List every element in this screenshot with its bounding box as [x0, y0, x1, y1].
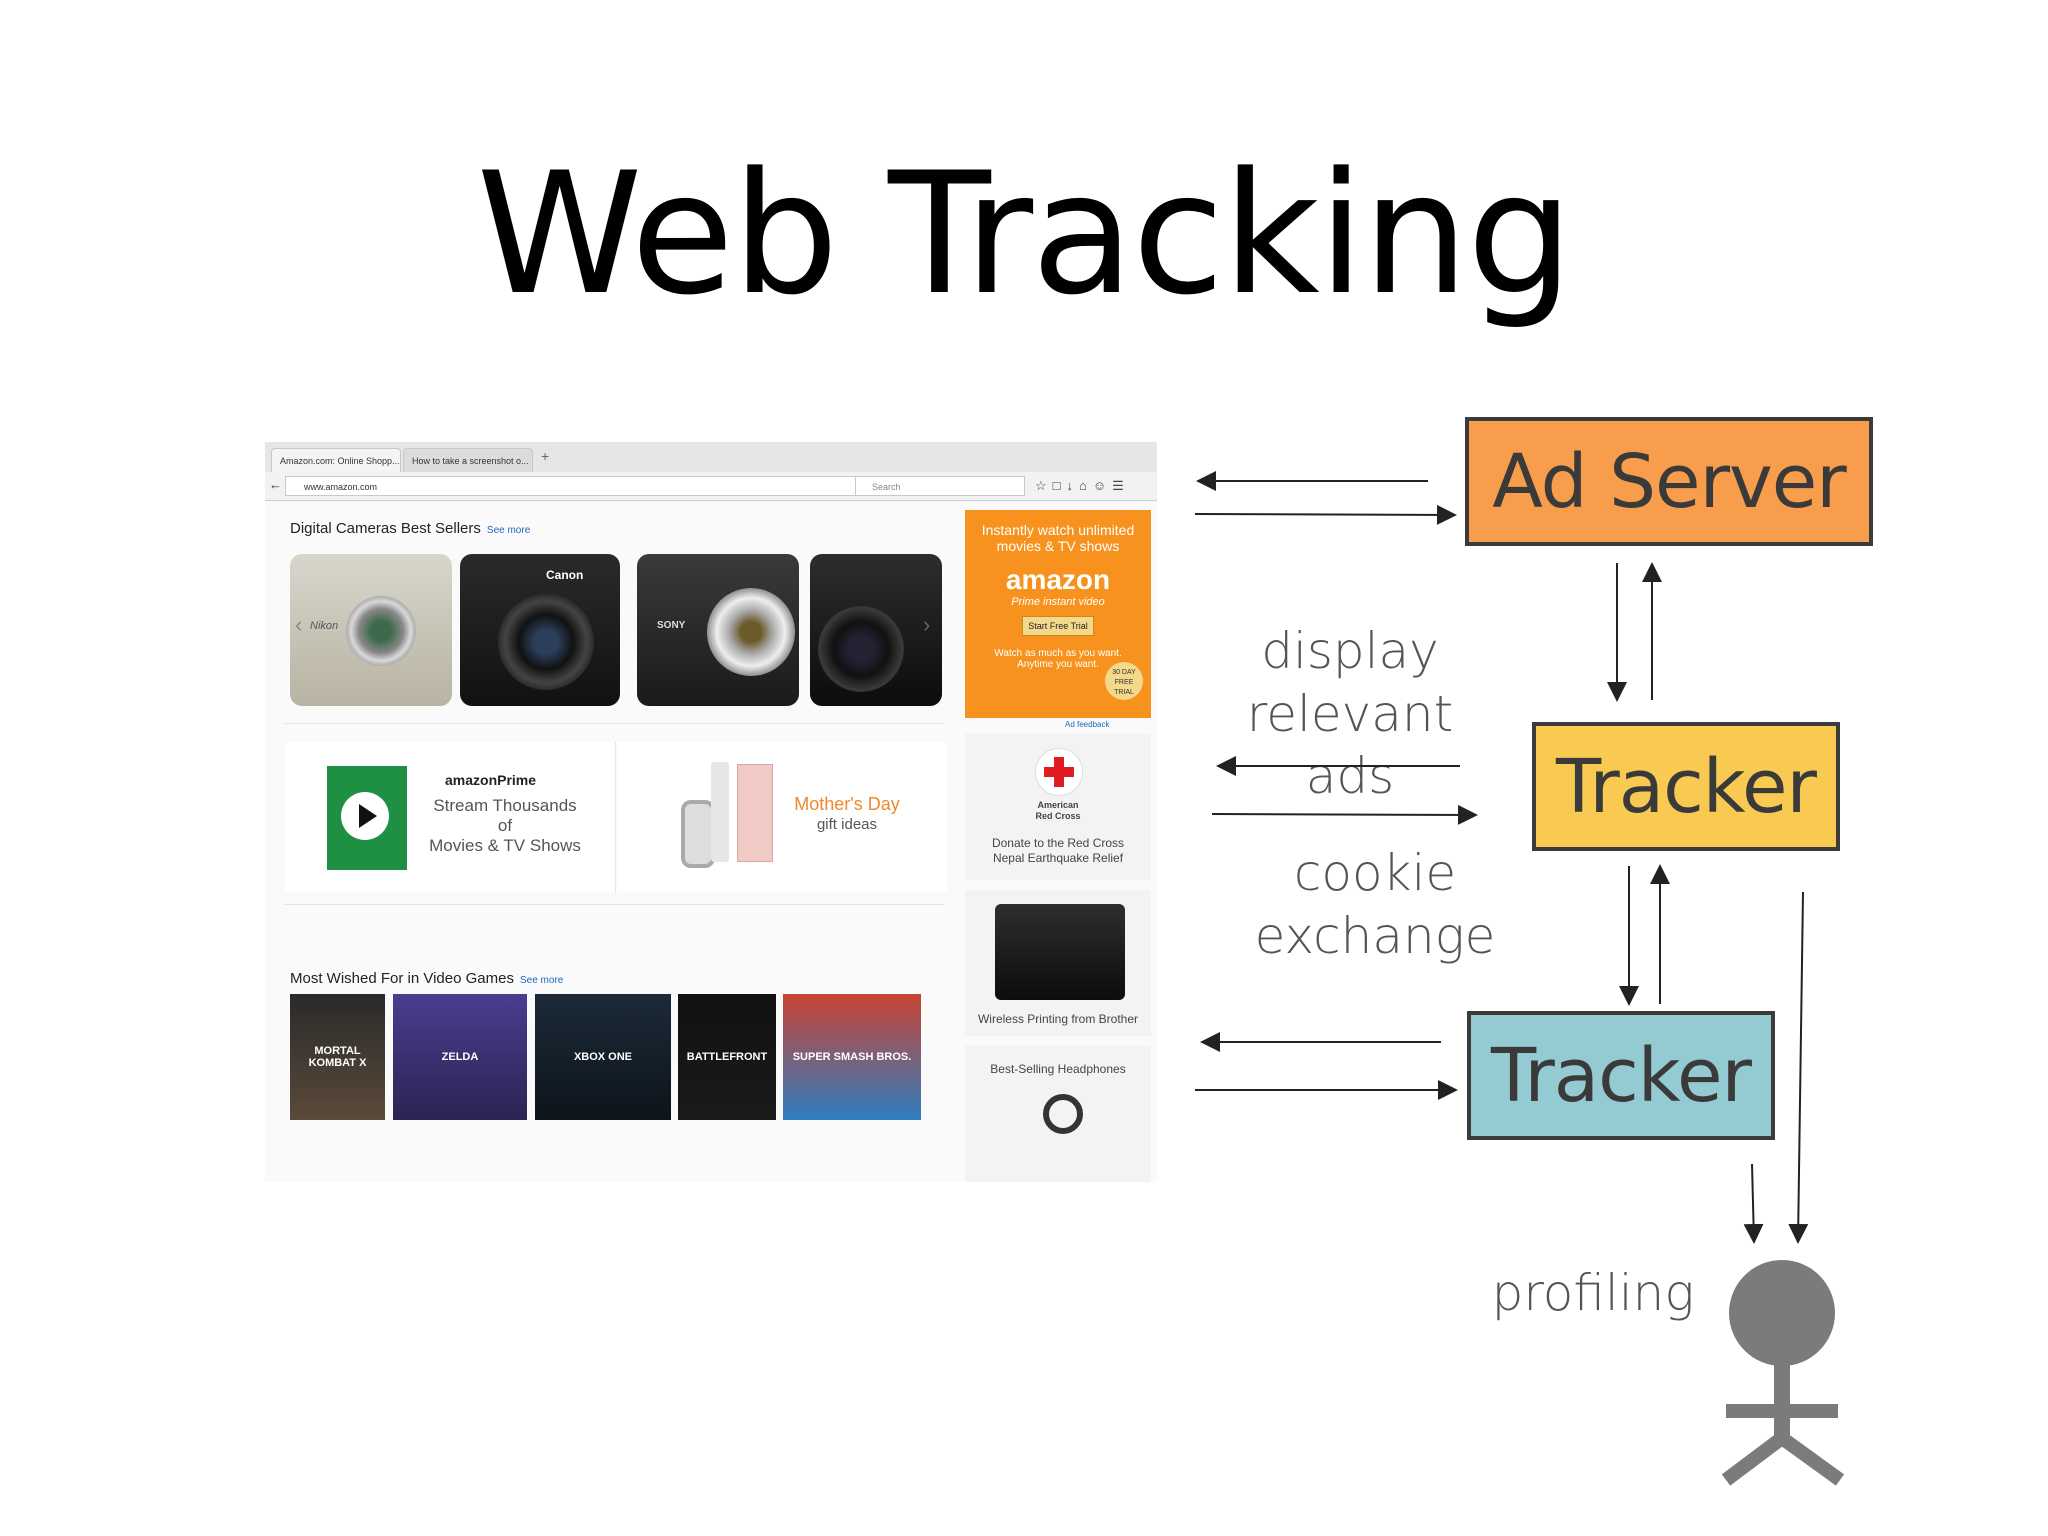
- red-cross-text-2: Nepal Earthquake Relief: [992, 851, 1124, 865]
- mothers-day-card[interactable]: Mother's Day gift ideas: [617, 742, 947, 892]
- ad-trial-badge: 30 DAY FREE TRIAL: [1105, 662, 1143, 700]
- ad-line-1: Instantly watch unlimited: [981, 522, 1135, 538]
- camera-dslr[interactable]: [810, 554, 942, 706]
- ad-feedback-link[interactable]: Ad feedback: [1065, 720, 1110, 729]
- divider: [615, 742, 616, 892]
- prime-brand-logo: amazonPrime: [445, 772, 537, 788]
- play-tile: [327, 766, 407, 870]
- search-input[interactable]: Search: [855, 476, 1025, 496]
- mothers-day-subtitle: gift ideas: [816, 816, 878, 833]
- camera-canon[interactable]: Canon: [460, 554, 620, 706]
- person-icon: [1721, 1260, 1845, 1486]
- games-see-more-link[interactable]: See more: [519, 975, 564, 986]
- prime-video-card[interactable]: amazonPrime Stream Thousands of Movies &…: [285, 742, 615, 892]
- ad-footer-1: Watch as much as you want.: [994, 648, 1122, 659]
- browser-tab-amazon[interactable]: Amazon.com: Online Shopp...: [271, 448, 401, 472]
- arrow-browser-to-tracker: [1211, 804, 1478, 825]
- toolbar-icons[interactable]: ☆□↓⌂☺☰: [1035, 478, 1130, 493]
- browser-screenshot: Amazon.com: Online Shopp... How to take …: [265, 442, 1157, 1182]
- camera-sony[interactable]: SONY: [637, 554, 799, 706]
- lens-icon: [707, 588, 795, 676]
- cameras-section-title: Digital Cameras Best Sellers See more: [290, 520, 530, 537]
- red-cross-text-1: Donate to the Red Cross: [991, 836, 1125, 850]
- cameras-title-text: Digital Cameras Best Sellers: [290, 520, 481, 537]
- ad-server-label: Ad Server: [1492, 438, 1846, 525]
- divider: [285, 904, 945, 905]
- cookie-label-line-1: cookie: [1293, 844, 1457, 902]
- lens-icon: [498, 594, 594, 690]
- printer-card[interactable]: Wireless Printing from Brother: [965, 890, 1151, 1036]
- tracker-box-bottom: Tracker: [1467, 1011, 1775, 1140]
- lens-icon: [818, 606, 904, 692]
- carousel-next-icon[interactable]: ›: [923, 612, 931, 637]
- arrow-tracker1-to-user: [1788, 891, 1809, 1244]
- red-cross-org-1: American: [1037, 800, 1079, 810]
- printer-text: Wireless Printing from Brother: [977, 1012, 1139, 1026]
- games-section-title: Most Wished For in Video Games See more: [290, 970, 563, 987]
- tracker-box-top: Tracker: [1532, 722, 1840, 851]
- browser-tab-bar: Amazon.com: Online Shopp... How to take …: [265, 442, 1157, 472]
- ad-footer-2: Anytime you want.: [1017, 659, 1099, 670]
- game-battlefront[interactable]: BATTLEFRONT: [678, 994, 776, 1120]
- ad-brand-logo: amazon: [1005, 564, 1111, 595]
- camera-nikon[interactable]: Nikon: [290, 554, 452, 706]
- game-xbox-one[interactable]: XBOX ONE: [535, 994, 671, 1120]
- prime-text-line-2: Movies & TV Shows: [429, 836, 581, 855]
- headphones-card[interactable]: Best-Selling Headphones: [965, 1046, 1151, 1182]
- headphones-text: Best-Selling Headphones: [990, 1062, 1126, 1076]
- ad-line-2: movies & TV shows: [996, 538, 1120, 554]
- ad-subtitle: Prime instant video: [1011, 596, 1105, 608]
- prime-text: Stream Thousands of Movies & TV Shows: [425, 796, 585, 856]
- new-tab-icon[interactable]: +: [541, 448, 550, 464]
- gift-box-icon: [737, 764, 773, 862]
- headphones-icon: [1043, 1094, 1083, 1134]
- display-label-line-2: relevant ads: [1246, 684, 1454, 806]
- tracker-top-label: Tracker: [1556, 743, 1817, 830]
- carousel-prev-icon[interactable]: ‹: [295, 612, 303, 637]
- ad-start-trial-button[interactable]: Start Free Trial: [1022, 616, 1094, 636]
- prime-ad-banner[interactable]: Instantly watch unlimited movies & TV sh…: [965, 510, 1151, 718]
- display-ads-label: display relevant ads: [1200, 620, 1500, 808]
- prime-text-line-1: Stream Thousands of: [433, 796, 577, 835]
- display-label-line-1: display: [1261, 622, 1439, 680]
- play-icon: [341, 792, 389, 840]
- camera-brand-sony: SONY: [657, 620, 686, 631]
- cameras-see-more-link[interactable]: See more: [486, 525, 531, 536]
- red-cross-org-2: Red Cross: [1035, 811, 1081, 821]
- back-arrow-icon[interactable]: ←: [269, 477, 282, 492]
- red-cross-card[interactable]: American Red Cross Donate to the Red Cro…: [965, 734, 1151, 880]
- tracker-bottom-label: Tracker: [1491, 1032, 1752, 1119]
- mothers-day-title: Mother's Day: [794, 794, 900, 814]
- red-cross-icon: [1035, 748, 1083, 796]
- games-title-text: Most Wished For in Video Games: [290, 970, 514, 987]
- browser-toolbar: ← www.amazon.com Search ☆□↓⌂☺☰: [265, 472, 1157, 501]
- game-mortal-kombat[interactable]: MORTAL KOMBAT X: [290, 994, 385, 1120]
- cookie-exchange-label: cookie exchange: [1225, 842, 1525, 967]
- browser-tab-screenshot[interactable]: How to take a screenshot o...: [403, 448, 533, 472]
- profiling-label: profiling: [1491, 1264, 1695, 1322]
- arrow-tracker2-to-user: [1743, 1163, 1764, 1244]
- slide-title: Web Tracking: [476, 136, 1573, 332]
- game-zelda[interactable]: ZELDA: [393, 994, 527, 1120]
- arrow-browser-to-adserver: [1194, 504, 1457, 525]
- printer-icon: [995, 904, 1125, 1000]
- divider: [285, 723, 945, 724]
- camera-brand-nikon: Nikon: [310, 620, 339, 632]
- perfume-icon: [711, 762, 729, 862]
- cookie-label-line-2: exchange: [1254, 906, 1496, 965]
- game-smash-bros[interactable]: SUPER SMASH BROS.: [783, 994, 921, 1120]
- lens-icon: [346, 596, 416, 666]
- ad-server-box: Ad Server: [1465, 417, 1873, 546]
- camera-brand-canon: Canon: [546, 568, 584, 582]
